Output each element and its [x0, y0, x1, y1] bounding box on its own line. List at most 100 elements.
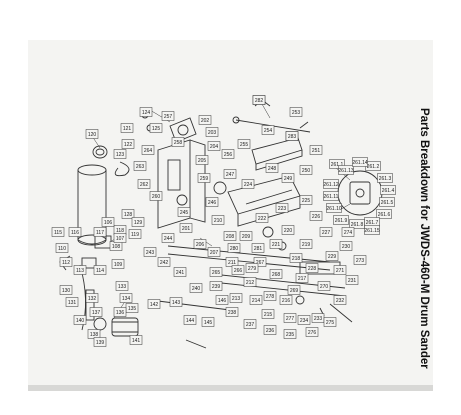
part-callout-box	[287, 285, 301, 295]
part-callout-box	[283, 313, 297, 323]
part-callout-box	[285, 131, 299, 141]
part-callout: 141	[129, 335, 143, 345]
part-callout-text: 113	[76, 268, 84, 274]
detail-callout: 261.4	[380, 185, 396, 195]
part-callout-text: 222	[258, 216, 267, 222]
part-callout: 227	[319, 227, 333, 237]
detail-callout: 261.10	[326, 203, 342, 213]
part-callout: 275	[323, 317, 337, 327]
part-callout-box	[131, 217, 145, 227]
part-callout-box	[333, 295, 347, 305]
part-callout-box	[120, 123, 134, 133]
part-callout-box	[265, 163, 279, 173]
part-callout-box	[255, 213, 269, 223]
part-callout-text: 210	[214, 218, 223, 224]
detail-callout-text: 261.13	[338, 168, 354, 174]
part-callout: 241	[173, 267, 187, 277]
detail-callout: 261.9	[333, 215, 349, 225]
part-callout-text: 226	[312, 214, 321, 220]
part-callout: 281	[251, 243, 265, 253]
part-callout-text: 273	[356, 258, 365, 264]
part-callout-box	[161, 233, 175, 243]
part-callout-box	[319, 227, 333, 237]
part-callout-text: 259	[200, 176, 209, 182]
part-callout: 108	[109, 241, 123, 251]
part-callout-text: 279	[248, 266, 257, 272]
part-callout-box	[295, 273, 309, 283]
part-callout-box	[119, 293, 133, 303]
part-callout-text: 269	[290, 288, 299, 294]
part-callout-box	[111, 259, 125, 269]
detail-callout-box	[376, 209, 392, 219]
part-callout: 204	[207, 141, 221, 151]
part-callout-text: 250	[302, 168, 311, 174]
part-callout: 220	[281, 225, 295, 235]
part-callout-text: 262	[140, 182, 149, 188]
part-callout-text: 246	[208, 200, 217, 206]
part-callout-text: 109	[114, 262, 123, 268]
detail-callout-box	[349, 219, 365, 229]
part-callout-text: 203	[208, 130, 217, 136]
part-callout-text: 215	[264, 312, 273, 318]
part-callout: 128	[121, 209, 135, 219]
part-callout: 276	[305, 327, 319, 337]
part-callout-box	[198, 115, 212, 125]
part-callout-text: 212	[246, 280, 255, 286]
part-callout-text: 132	[88, 296, 97, 302]
part-callout: 210	[211, 215, 225, 225]
part-callout: 224	[241, 179, 255, 189]
part-callout: 282	[252, 95, 266, 105]
detail-callout: 261.3	[377, 173, 393, 183]
part-callout-text: 263	[136, 164, 145, 170]
part-callout-text: 216	[282, 298, 291, 304]
part-callout: 122	[121, 139, 135, 149]
part-callout-text: 117	[96, 230, 104, 236]
part-callout: 244	[161, 233, 175, 243]
part-callout-text: 242	[160, 260, 169, 266]
part-callout: 247	[223, 169, 237, 179]
part-callout: 222	[255, 213, 269, 223]
detail-callout-text: 261.5	[381, 200, 394, 206]
part-callout-text: 137	[92, 310, 101, 316]
part-callout: 131	[65, 297, 79, 307]
part-callout-box	[261, 125, 275, 135]
part-callout-text: 201	[182, 226, 191, 232]
part-callout-text: 110	[58, 246, 66, 252]
part-callout: 119	[128, 229, 142, 239]
part-callout-text: 207	[210, 250, 219, 256]
part-callout-text: 281	[254, 246, 263, 252]
part-callout: 259	[197, 173, 211, 183]
part-callout-text: 123	[116, 152, 125, 158]
part-callout-text: 283	[288, 134, 297, 140]
part-callout: 124	[139, 107, 153, 117]
part-callout-box	[121, 209, 135, 219]
part-callout-text: 264	[144, 148, 153, 154]
part-callout: 219	[299, 239, 313, 249]
part-callout-text: 138	[90, 332, 99, 338]
part-callout-text: 145	[204, 320, 213, 326]
part-callout-text: 234	[300, 318, 309, 324]
part-callout: 129	[131, 217, 145, 227]
part-callout: 232	[333, 295, 347, 305]
part-callout: 268	[269, 269, 283, 279]
part-callout-box	[239, 231, 253, 241]
part-callout-text: 275	[326, 320, 335, 326]
part-callout: 236	[263, 325, 277, 335]
part-callout-box	[223, 231, 237, 241]
part-callout: 228	[305, 263, 319, 273]
part-callout-box	[101, 217, 115, 227]
page-title: Parts Breakdown for JWDS-460-M Drum Sand…	[418, 108, 430, 369]
part-callout-text: 129	[134, 220, 143, 226]
part-callout: 257	[161, 111, 175, 121]
part-callout-text: 265	[212, 270, 221, 276]
detail-callout-text: 261.12	[323, 182, 339, 188]
part-callout-box	[325, 251, 339, 261]
part-callout-text: 115	[54, 230, 62, 236]
part-callout-box	[113, 149, 127, 159]
part-callout: 115	[51, 227, 65, 237]
part-callout: 251	[309, 145, 323, 155]
part-callout-box	[171, 137, 185, 147]
part-callout: 235	[283, 329, 297, 339]
part-callout-text: 253	[292, 110, 301, 116]
